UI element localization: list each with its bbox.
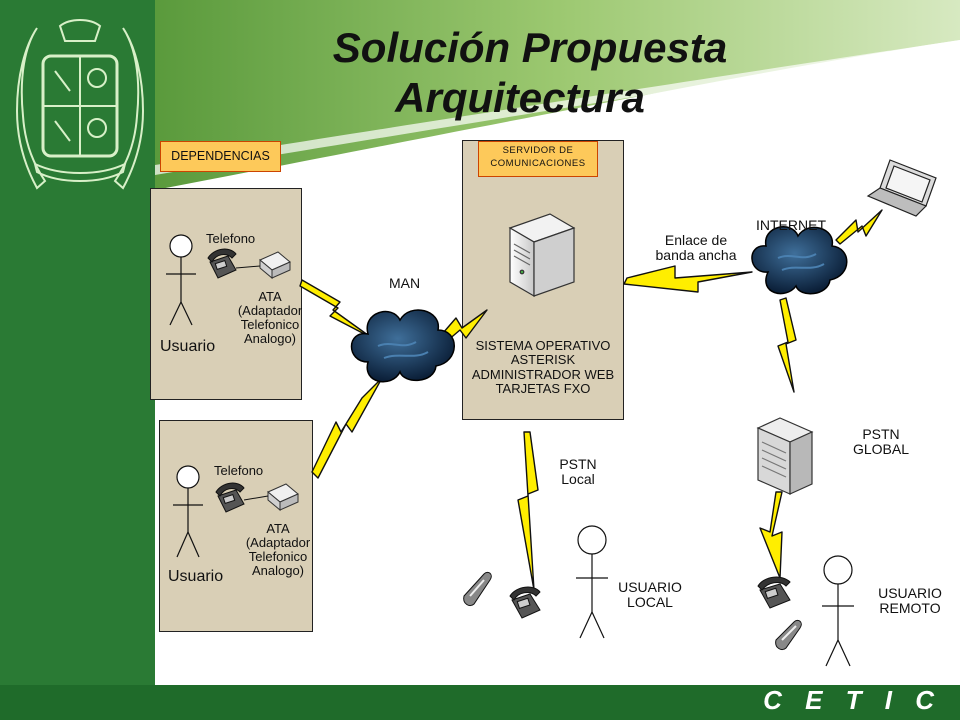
- internet-label: INTERNET: [756, 217, 826, 233]
- pstn-global-line1: PSTN: [862, 426, 900, 442]
- dependency-box-1: [150, 188, 302, 400]
- internet-cloud-icon: [751, 226, 848, 295]
- ata-adapter-icon-1: [259, 251, 291, 280]
- usuario-figure-2: [173, 465, 203, 558]
- servidor-tag-line1: SERVIDOR DE: [502, 145, 574, 156]
- pstn-global-server-icon: [756, 417, 814, 495]
- dep2-usuario-label: Usuario: [168, 568, 224, 585]
- pstn-local-line1: PSTN: [559, 456, 597, 472]
- dep2-ata-line1: ATA: [266, 521, 290, 536]
- dep2-ata-line3: Telefonico: [248, 549, 308, 565]
- celular-local-icon: [463, 571, 492, 607]
- usuario-remoto-figure: [822, 555, 854, 667]
- bolt-internet-laptop: [835, 209, 883, 245]
- telefono-remoto-icon: [757, 576, 791, 609]
- usuario-remoto-line2: REMOTO: [879, 600, 941, 617]
- bolt-server-pstn-local: [517, 431, 539, 591]
- usuario-figure-1: [166, 234, 196, 326]
- dep2-ata-line4: Analogo): [251, 563, 305, 579]
- dep1-ata-label: ATA (Adaptador Telefonico Analogo): [232, 289, 308, 347]
- enlace-label: Enlace de banda ancha: [644, 232, 748, 264]
- server-description: SISTEMA OPERATIVO ASTERISK ADMINISTRADOR…: [462, 338, 624, 396]
- server-line3: ADMINISTRADOR WEB: [471, 366, 615, 382]
- usuario-remoto-line1: USUARIO: [878, 585, 942, 601]
- bolt-internet-pstn: [777, 297, 797, 393]
- servidor-tag-line2: COMUNICACIONES: [490, 158, 586, 169]
- man-label: MAN: [389, 275, 421, 291]
- dep1-usuario-label: Usuario: [160, 338, 216, 355]
- usuario-local-line2: LOCAL: [627, 594, 673, 611]
- dep1-telefono-label: Telefono: [206, 231, 256, 246]
- enlace-line1: Enlace de: [664, 232, 728, 248]
- telefono-icon-2: [215, 482, 245, 513]
- dependency-box-2: [159, 420, 313, 632]
- man-cloud-icon: [350, 309, 455, 383]
- bolt-pstn-global-remote: [759, 491, 783, 579]
- usuario-local-line1: USUARIO: [618, 579, 682, 595]
- enlace-line2: banda ancha: [655, 247, 737, 264]
- crest-emblem: [15, 19, 145, 190]
- footer-brand: C E T I C: [763, 685, 942, 715]
- usuario-local-label: USUARIO LOCAL: [608, 579, 692, 611]
- telefono-icon-1: [207, 248, 237, 279]
- dep2-ata-line2: (Adaptador: [245, 535, 311, 551]
- server-line4: TARJETAS FXO: [495, 380, 591, 396]
- server-tower-icon: [508, 213, 576, 298]
- telefono-cable-1: [235, 265, 261, 269]
- bolt-server-internet: [623, 265, 753, 293]
- dep2-telefono-label: Telefono: [214, 463, 264, 478]
- pstn-global-line2: GLOBAL: [852, 441, 910, 458]
- servidor-tag: SERVIDOR DE COMUNICACIONES: [478, 141, 598, 177]
- dep1-ata-line1: ATA: [258, 289, 282, 304]
- bolt-dep2-man: [311, 377, 383, 479]
- ata-adapter-icon-2: [267, 483, 299, 512]
- dep1-ata-line2: (Adaptador: [237, 303, 303, 319]
- server-line2: ASTERISK: [510, 352, 576, 368]
- pstn-global-label: PSTN GLOBAL: [842, 426, 920, 458]
- usuario-local-figure: [576, 525, 608, 639]
- telefono-local-icon: [509, 586, 541, 619]
- dep2-ata-label: ATA (Adaptador Telefonico Analogo): [240, 521, 316, 579]
- slide-subtitle: Arquitectura: [395, 74, 645, 121]
- usuario-remoto-label: USUARIO REMOTO: [868, 585, 952, 617]
- dependencias-tag: DEPENDENCIAS: [160, 141, 281, 172]
- celular-remoto-icon: [775, 619, 802, 651]
- dep1-ata-line4: Analogo): [243, 331, 297, 347]
- server-line1: SISTEMA OPERATIVO: [475, 338, 611, 353]
- pstn-local-line2: Local: [561, 471, 595, 488]
- laptop-icon: [866, 159, 937, 217]
- dep1-ata-line3: Telefonico: [240, 317, 300, 333]
- bolt-dep1-man: [299, 279, 373, 339]
- slide-title: Solución Propuesta: [332, 24, 728, 71]
- pstn-local-label: PSTN Local: [548, 456, 608, 488]
- telefono-cable-2: [243, 495, 269, 501]
